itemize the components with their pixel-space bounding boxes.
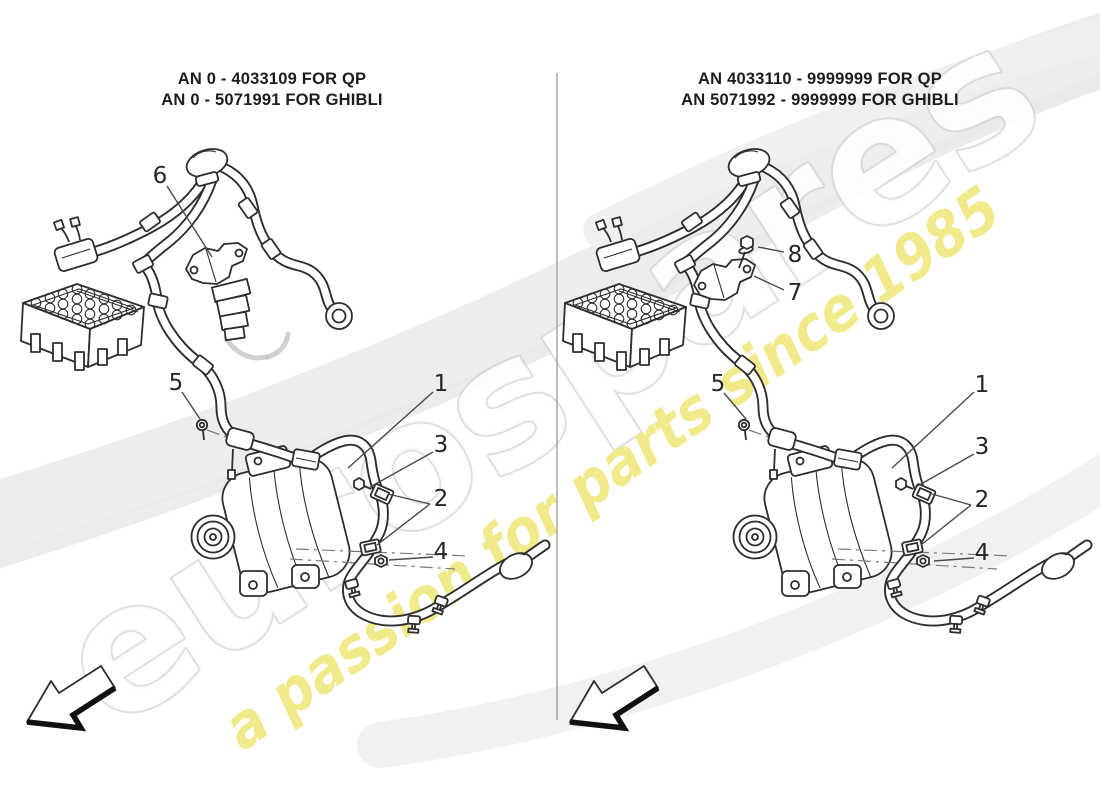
background-swooshes: [0, 12, 1100, 768]
callouts-right: 8 7 5 1 3 2 4: [711, 242, 990, 566]
bracket-assembly-left: [185, 242, 291, 361]
callout-5: 5: [169, 370, 184, 396]
callout-3: 3: [975, 434, 990, 460]
callout-8: 8: [788, 242, 803, 268]
leader-line-3: [913, 453, 975, 489]
header-line: AN 0 - 5071991 FOR GHIBLI: [161, 91, 383, 109]
leader-line-2: [920, 504, 972, 546]
header-line: AN 0 - 4033109 FOR QP: [177, 70, 367, 88]
callouts-left: 6 5 1 3 2 4: [153, 163, 449, 565]
leader-line-5: [723, 392, 747, 420]
leader-line-4: [933, 557, 975, 562]
callout-2: 2: [434, 486, 449, 512]
callout-7: 7: [788, 280, 803, 306]
panel-header-left: AN 0 - 4033109 FOR QP AN 0 - 5071991 FOR…: [62, 69, 482, 111]
callout-1: 1: [975, 372, 990, 398]
leader-line-2: [376, 503, 431, 546]
header-line: AN 4033110 - 9999999 FOR QP: [698, 70, 942, 88]
leader-line-6: [166, 185, 213, 258]
leader-line-5: [181, 391, 201, 420]
fixing-bolt-8: [738, 235, 754, 269]
callout-6: 6: [153, 163, 168, 189]
panel-header-right: AN 4033110 - 9999999 FOR QP AN 5071992 -…: [610, 69, 1030, 111]
callout-3: 3: [434, 432, 449, 458]
direction-arrow-left: [27, 666, 115, 728]
leader-line-8: [757, 246, 785, 253]
leader-line-7: [753, 275, 785, 291]
callout-5: 5: [711, 371, 726, 397]
header-line: AN 5071992 - 9999999 FOR GHIBLI: [681, 91, 959, 109]
leader-line-1: [347, 391, 434, 469]
leader-line-3: [369, 451, 434, 488]
leader-line-4: [388, 556, 434, 561]
callout-4: 4: [975, 540, 990, 566]
callout-1: 1: [434, 371, 449, 397]
leader-line-2: [387, 493, 431, 505]
callout-2: 2: [975, 487, 990, 513]
callout-4: 4: [434, 539, 449, 565]
leader-line-2: [931, 493, 972, 506]
leader-line-1: [891, 391, 975, 469]
